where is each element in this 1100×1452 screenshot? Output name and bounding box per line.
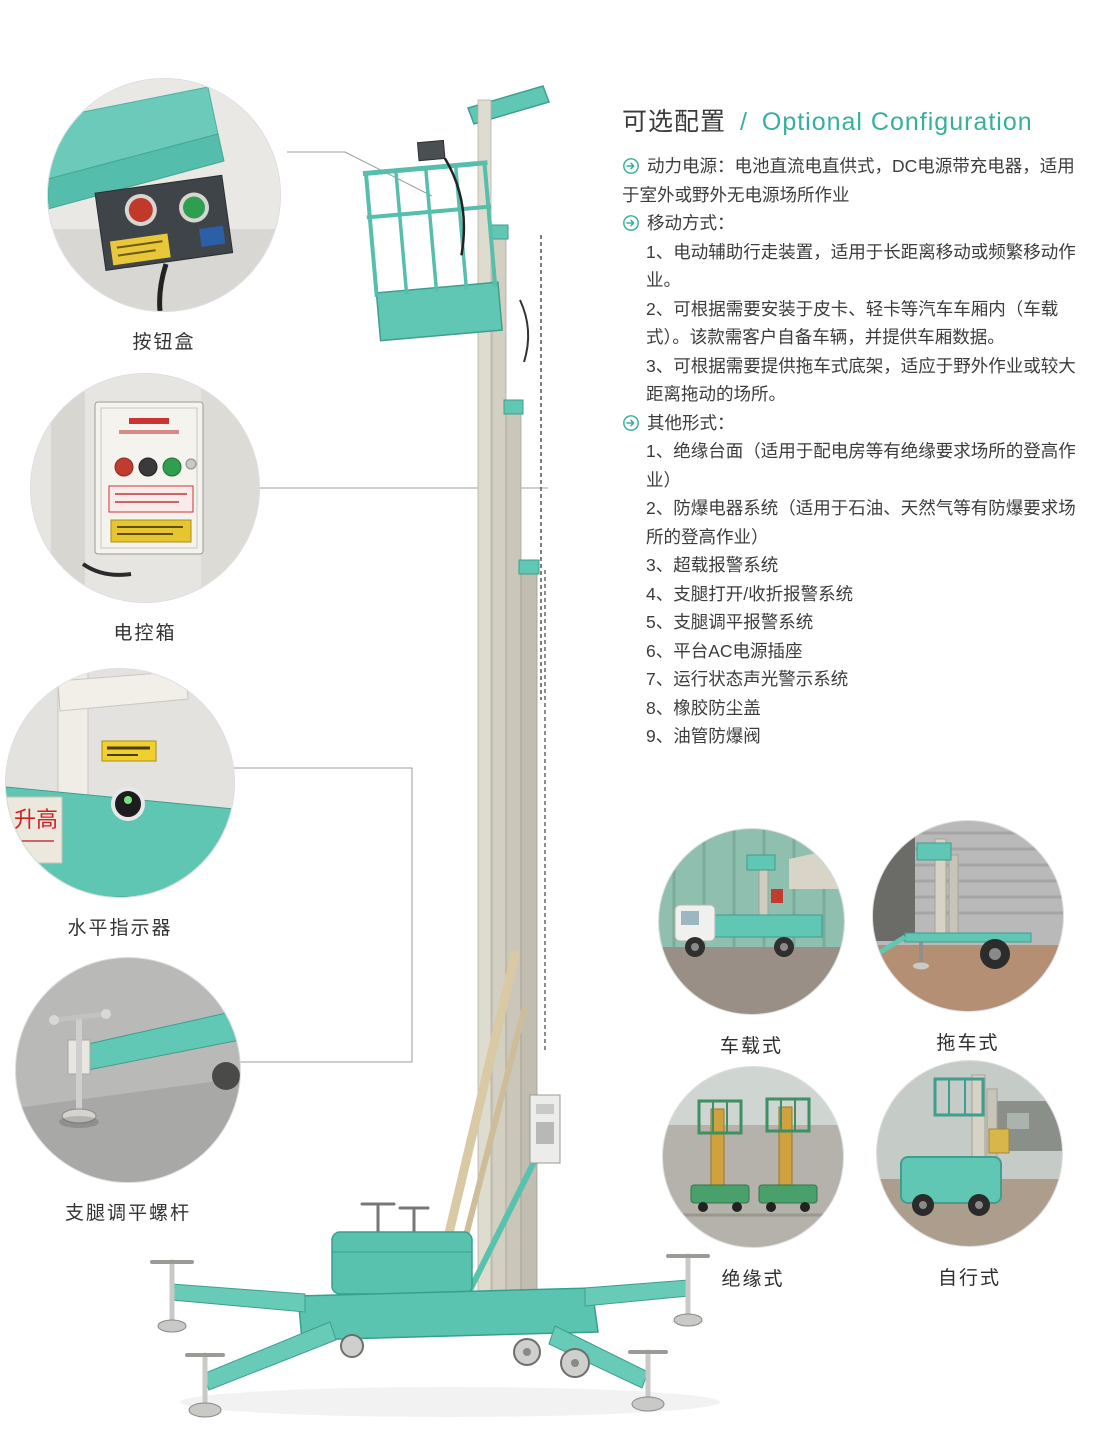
ground-shadow [180,1387,720,1417]
option-subitem: 2、防爆电器系统（适用于石油、天然气等有防爆要求场所的登高作业） [622,494,1090,551]
option-text: 3、可根据需要提供拖车式底架，适应于野外作业或较大距离拖动的场所。 [646,355,1076,405]
section-title: 可选配置 / Optional Configuration [622,102,1090,138]
button-box [94,174,234,271]
circle-arrow-icon [622,157,640,175]
variant-label-truck-mounted: 车载式 [719,1036,783,1057]
callout-label-control-box: 电控箱 [113,623,177,644]
base-assembly [297,1202,599,1341]
truck-with-lift [674,854,823,957]
level-indicator [101,740,157,821]
warning-sticker: 升高 [6,796,63,864]
option-text: 3、超载报警系统 [646,555,779,576]
title-english: Optional Configuration [761,108,1033,136]
option-text: 6、平台AC电源插座 [646,640,803,661]
leveling-screw-jack [49,1009,111,1128]
self-propelled-lift [900,1074,1010,1216]
control-panel [94,401,204,555]
option-text: 动力电源：电池直流电直供式，DC电源带充电器，适用于室外或野外无电源场所作业 [622,156,1075,205]
variant-truck-mounted: 车载式 [658,828,845,1058]
option-item: 移动方式： [622,209,1090,238]
options-list: 动力电源：电池直流电直供式，DC电源带充电器，适用于室外或野外无电源场所作业 移… [622,152,1090,751]
option-text: 移动方式： [647,213,735,234]
option-subitem: 7、运行状态声光警示系统 [622,665,1090,694]
option-subitem: 2、可根据需要安装于皮卡、轻卡等汽车车厢内（车载式）。该款需客户自备车辆，并提供… [622,295,1090,352]
variant-photo-truck-mounted [658,828,845,1015]
callout-photo-button-box [47,78,281,312]
outriggers [150,1253,710,1418]
option-text: 5、支腿调平报警系统 [646,612,814,633]
variant-photo-trailer [872,820,1064,1012]
option-subitem: 9、油管防爆阀 [622,722,1090,751]
title-separator: / [739,108,748,136]
callout-label-button-box: 按钮盒 [132,332,196,353]
option-text: 其他形式： [647,412,735,433]
circle-arrow-icon [622,414,640,432]
option-subitem: 6、平台AC电源插座 [622,637,1090,666]
option-subitem: 3、可根据需要提供拖车式底架，适应于野外作业或较大距离拖动的场所。 [622,352,1090,409]
option-text: 8、橡胶防尘盖 [646,697,761,718]
option-subitem: 4、支腿打开/收折报警系统 [622,580,1090,609]
callout-level-indicator: 升高 水平指示器 [5,668,235,940]
callout-label-level-indicator: 水平指示器 [67,918,173,939]
variant-insulated: 绝缘式 [662,1066,844,1291]
variant-label-insulated: 绝缘式 [721,1269,785,1290]
option-subitem: 8、橡胶防尘盖 [622,694,1090,723]
callout-label-leveling-screw: 支腿调平螺杆 [64,1203,191,1224]
option-subitem: 1、绝缘台面（适用于配电房等有绝缘要求场所的登高作业） [622,437,1090,494]
callout-button-box: 按钮盒 [47,78,281,354]
option-text: 2、可根据需要安装于皮卡、轻卡等汽车车厢内（车载式）。该款需客户自备车辆，并提供… [646,298,1059,348]
title-chinese: 可选配置 [622,108,727,136]
insulated-lift-1 [690,1099,750,1212]
option-item: 动力电源：电池直流电直供式，DC电源带充电器，适用于室外或野外无电源场所作业 [622,152,1090,209]
option-text: 1、绝缘台面（适用于配电房等有绝缘要求场所的登高作业） [646,441,1076,490]
callout-photo-leveling-screw [15,957,241,1183]
option-text: 4、支腿打开/收折报警系统 [646,583,854,604]
option-text: 9、油管防爆阀 [646,726,761,747]
mast-control-box [529,1094,561,1164]
optional-configuration-section: 可选配置 / Optional Configuration 动力电源：电池直流电… [622,102,1090,751]
svg-text:升高: 升高 [14,808,58,833]
trailer-lift [877,838,1032,970]
variant-trailer: 拖车式 [872,820,1064,1055]
option-text: 1、电动辅助行走装置，适用于长距离移动或频繁移动作业。 [646,241,1076,291]
option-text: 7、运行状态声光警示系统 [646,669,849,690]
variant-label-trailer: 拖车式 [936,1033,1000,1054]
option-subitem: 3、超载报警系统 [622,551,1090,580]
option-text: 2、防爆电器系统（适用于石油、天然气等有防爆要求场所的登高作业） [646,498,1076,547]
variant-photo-insulated [662,1066,844,1248]
circle-arrow-icon [622,214,640,232]
work-basket [362,139,503,342]
callout-photo-control-box [30,373,260,603]
option-subitem: 5、支腿调平报警系统 [622,608,1090,637]
variant-self-propelled: 自行式 [876,1060,1063,1290]
callout-photo-level-indicator: 升高 [5,668,235,898]
option-subitem: 1、电动辅助行走装置，适用于长距离移动或频繁移动作业。 [622,238,1090,295]
variant-photo-self-propelled [876,1060,1063,1247]
callout-leveling-screw: 支腿调平螺杆 [15,957,241,1225]
variant-label-self-propelled: 自行式 [937,1268,1001,1289]
option-item: 其他形式： [622,409,1090,438]
caster-wheel [212,1062,240,1090]
insulated-lift-2 [758,1097,818,1212]
callout-control-box: 电控箱 [30,373,260,645]
caster-wheels [340,1334,590,1378]
